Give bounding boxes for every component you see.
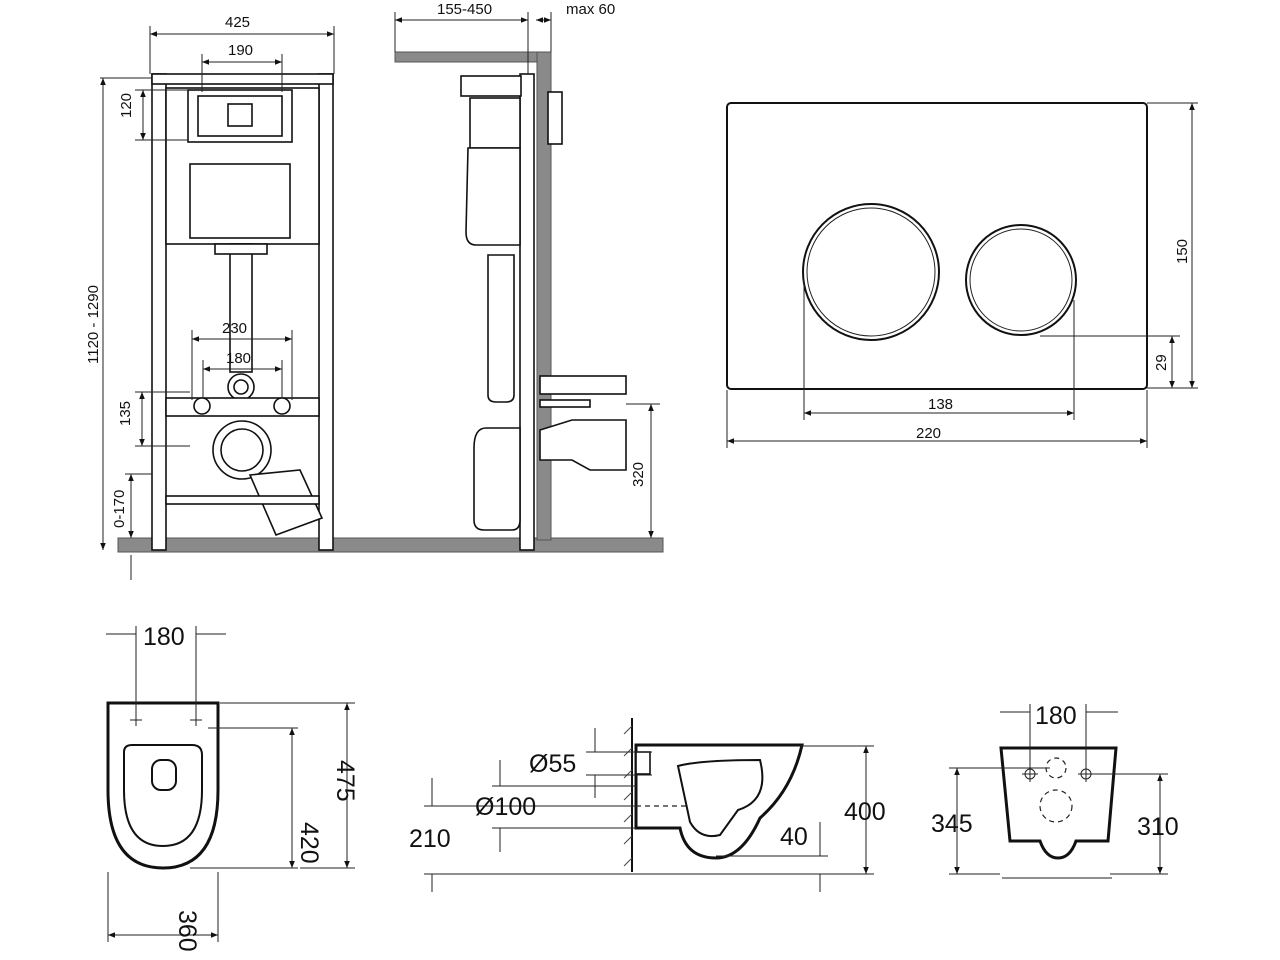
frame-bottom-bar <box>165 495 320 505</box>
dim-outlet-height-frame: 135 <box>117 401 134 426</box>
dim-side-outlet-height: 320 <box>630 462 647 487</box>
dim-outlet-height-bowl: 210 <box>409 825 451 853</box>
dim-frame-top-width: 190 <box>228 42 253 59</box>
frame-side-view <box>394 51 627 551</box>
bowl-side-trap <box>676 758 764 838</box>
flush-button-large[interactable] <box>802 203 940 341</box>
bowl-back-outlet <box>1039 789 1073 823</box>
flush-button-small-inner <box>969 228 1073 332</box>
flush-plate-outline <box>726 102 1148 390</box>
side-post <box>519 73 535 551</box>
floor-slab <box>117 537 664 553</box>
dim-bowl-bolt-to-front: 420 <box>295 822 323 864</box>
dim-side-wall-max: max 60 <box>566 1 615 18</box>
dim-leg-adjust: 0-170 <box>111 490 128 528</box>
dim-frame-height: 1120 - 1290 <box>85 285 102 364</box>
dim-inlet-diameter: Ø55 <box>529 750 576 778</box>
side-valve-block <box>469 97 521 149</box>
dim-seal-depth: 40 <box>780 823 808 851</box>
valve-box <box>227 103 253 127</box>
side-stud-bolt <box>539 399 591 408</box>
bowl-top-outline <box>106 701 220 870</box>
side-top-bracket <box>460 75 522 97</box>
side-downpipe <box>487 254 515 403</box>
cistern-panel <box>189 163 291 239</box>
bowl-top-inner <box>123 744 203 848</box>
inlet-connection-inner <box>233 379 249 395</box>
outlet-ring-inner <box>220 428 264 472</box>
side-cistern <box>465 147 521 246</box>
dim-back-height-left: 345 <box>931 810 973 838</box>
flush-button-large-inner <box>806 207 936 337</box>
side-wall <box>536 51 552 541</box>
downpipe-collar <box>214 243 268 255</box>
dim-bowl-bolt-spacing: 180 <box>143 623 185 651</box>
bowl-back-view <box>999 746 1118 879</box>
mount-bolt-left <box>193 397 211 415</box>
bowl-side-inlet <box>635 751 651 775</box>
side-wall-top <box>394 51 551 63</box>
dimension-labels: 425 190 120 1120 - 1290 230 180 135 0-17… <box>85 1 1191 952</box>
frame-post-right <box>318 73 334 551</box>
dim-plate-button-spacing: 138 <box>928 396 953 413</box>
frame-crossbar <box>165 397 320 417</box>
dim-back-bolt-spacing: 180 <box>1035 702 1077 730</box>
bowl-back-outline <box>999 746 1118 860</box>
dim-bolt-spacing-inner: 180 <box>226 350 251 367</box>
dim-bowl-length: 475 <box>331 760 359 802</box>
side-wall-anchor <box>547 91 563 145</box>
dim-bolt-spacing-outer: 230 <box>222 320 247 337</box>
side-outlet-cup <box>539 419 627 471</box>
bowl-top-view <box>106 701 220 870</box>
dim-plate-height: 150 <box>1174 239 1191 264</box>
flush-plate-view <box>726 102 1148 390</box>
side-inlet-pipe <box>539 375 627 395</box>
wall-hatching <box>623 725 633 867</box>
dim-plate-bottom-offset: 29 <box>1153 354 1170 371</box>
dim-plate-width: 220 <box>916 425 941 442</box>
dim-frame-width: 425 <box>225 14 250 31</box>
frame-top-bar <box>151 73 334 85</box>
dimension-lines <box>100 12 1198 942</box>
dim-outlet-diameter: Ø100 <box>475 793 536 821</box>
flush-button-small[interactable] <box>965 224 1077 336</box>
frame-front-view <box>117 73 664 553</box>
mount-bolt-right <box>273 397 291 415</box>
bowl-side-view <box>623 718 804 875</box>
dim-bowl-height: 400 <box>844 798 886 826</box>
bowl-side-outline <box>634 743 804 860</box>
dim-back-height-right: 310 <box>1137 813 1179 841</box>
side-drain-bend <box>473 427 521 531</box>
dim-side-depth: 155-450 <box>437 1 492 18</box>
dim-frame-top-height: 120 <box>118 93 135 118</box>
dim-bowl-width: 360 <box>173 910 201 952</box>
bowl-top-opening <box>151 759 177 791</box>
frame-post-left <box>151 73 167 551</box>
